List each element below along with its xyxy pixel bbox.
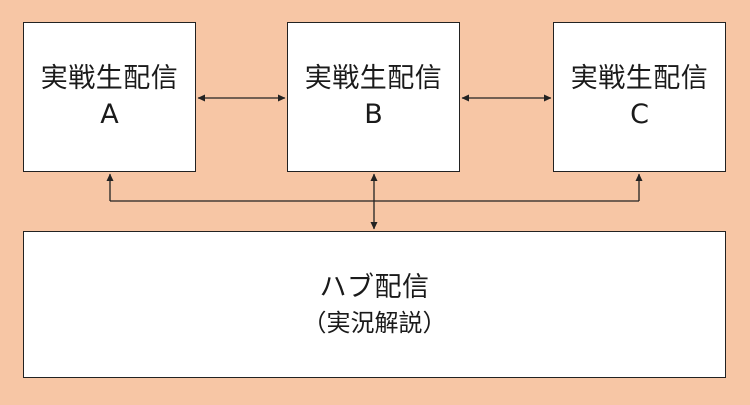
node-hub-subtitle: （実況解説） xyxy=(302,308,447,337)
node-stream-a: 実戦生配信 A xyxy=(23,22,196,172)
node-hub-title: ハブ配信 xyxy=(319,271,430,303)
node-stream-a-title: 実戦生配信 xyxy=(40,63,179,94)
node-stream-c-label: C xyxy=(630,99,649,130)
node-stream-c: 実戦生配信 C xyxy=(553,22,726,172)
node-stream-b-title: 実戦生配信 xyxy=(304,63,443,94)
node-stream-b-label: B xyxy=(364,99,383,130)
node-stream-c-title: 実戦生配信 xyxy=(570,63,709,94)
node-hub-stream: ハブ配信 （実況解説） xyxy=(23,231,726,378)
node-stream-a-label: A xyxy=(100,99,119,130)
node-stream-b: 実戦生配信 B xyxy=(287,22,460,172)
